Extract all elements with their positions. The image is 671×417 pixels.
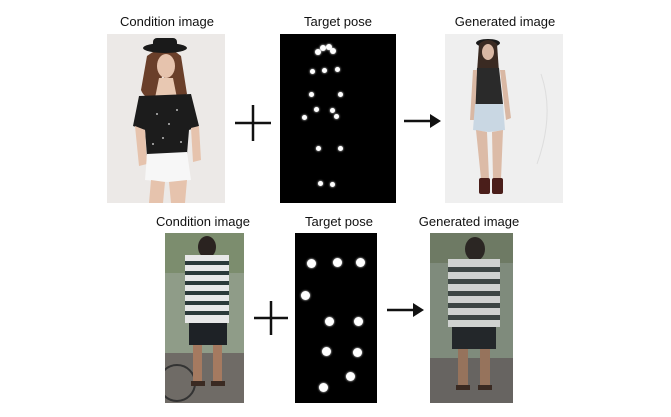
- pose-joint: [301, 291, 310, 300]
- row1-pose-label: Target pose: [304, 14, 372, 29]
- pose-joint: [333, 258, 342, 267]
- row2-pose-label: Target pose: [305, 214, 373, 229]
- row2-target-pose: [295, 233, 377, 403]
- row2-generated-image: [430, 233, 513, 403]
- pose-joint: [302, 115, 307, 120]
- row2-arrow-icon: [385, 300, 425, 320]
- pose-joint: [307, 259, 316, 268]
- pose-joint: [338, 92, 343, 97]
- row1-condition-label: Condition image: [120, 14, 214, 29]
- pose-joint: [338, 146, 343, 151]
- row1-arrow-icon: [402, 111, 442, 131]
- pose-joint: [356, 258, 365, 267]
- pose-joint: [309, 92, 314, 97]
- row2-plus-icon: [252, 299, 290, 337]
- pose-joint: [335, 67, 340, 72]
- pose-joint: [326, 44, 332, 50]
- pose-joint: [315, 49, 321, 55]
- pose-joint: [319, 383, 328, 392]
- pose-joint: [310, 69, 315, 74]
- row1-condition-image: [107, 34, 225, 203]
- row1-plus-icon: [233, 103, 273, 143]
- row2-condition-label: Condition image: [156, 214, 250, 229]
- pose-joint: [353, 348, 362, 357]
- pose-joint: [346, 372, 355, 381]
- pose-joint: [322, 68, 327, 73]
- row1-generated-image: [445, 34, 563, 203]
- pose-joint: [334, 114, 339, 119]
- row2-condition-image: [165, 233, 244, 403]
- pose-joint: [320, 45, 326, 51]
- pose-joint: [330, 182, 335, 187]
- pose-joint: [314, 107, 319, 112]
- pose-joint: [318, 181, 323, 186]
- pose-joint: [330, 108, 335, 113]
- pose-joint: [322, 347, 331, 356]
- pose-joint: [316, 146, 321, 151]
- pose-joint: [325, 317, 334, 326]
- pose-joint: [354, 317, 363, 326]
- row1-generated-label: Generated image: [454, 14, 556, 29]
- row2-generated-label: Generated image: [418, 214, 520, 229]
- row1-target-pose: [280, 34, 396, 203]
- pose-joint: [330, 48, 336, 54]
